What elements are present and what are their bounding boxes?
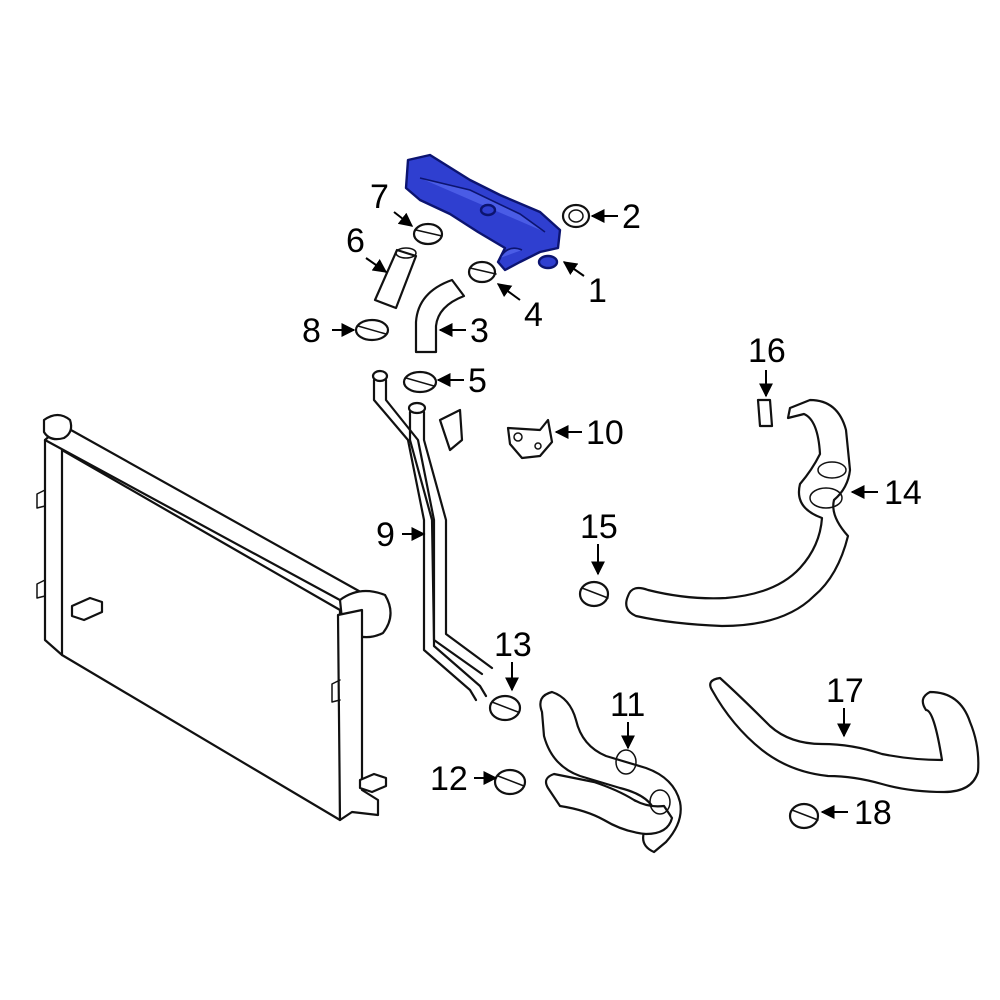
- hose-clamp-12[interactable]: [493, 768, 527, 796]
- callout-9: 9: [376, 516, 395, 554]
- hose-clamp-18[interactable]: [788, 802, 820, 830]
- callout-11: 11: [610, 686, 645, 724]
- hose-clamp-15[interactable]: [578, 580, 610, 608]
- lower-radiator-hose[interactable]: [539, 690, 682, 854]
- callout-12: 12: [430, 760, 468, 798]
- hose-clamp-7[interactable]: [412, 222, 444, 246]
- hose-clamp-4[interactable]: [467, 260, 497, 284]
- callout-3: 3: [470, 312, 489, 350]
- upper-radiator-hose[interactable]: [625, 398, 852, 628]
- callout-13: 13: [494, 626, 532, 664]
- callout-18: 18: [854, 794, 892, 832]
- callout-4: 4: [524, 296, 543, 334]
- bypass-hose[interactable]: [709, 676, 980, 794]
- hose-clamp-13[interactable]: [488, 694, 522, 722]
- gasket[interactable]: [561, 203, 591, 229]
- callout-arrows: [332, 209, 878, 819]
- callout-1: 1: [588, 272, 607, 310]
- straight-hose[interactable]: [373, 247, 418, 310]
- callout-17: 17: [826, 672, 864, 710]
- mounting-bracket[interactable]: [506, 418, 554, 460]
- callout-7: 7: [370, 178, 389, 216]
- hose-connector[interactable]: [756, 398, 774, 428]
- callout-6: 6: [346, 222, 365, 260]
- callout-2: 2: [622, 198, 641, 236]
- hose-clamp-5[interactable]: [402, 370, 438, 394]
- curved-hose[interactable]: [414, 278, 466, 354]
- callout-8: 8: [302, 312, 321, 350]
- water-pipe-highlighted[interactable]: [404, 153, 562, 272]
- callout-10: 10: [586, 414, 624, 452]
- callout-15: 15: [580, 508, 618, 546]
- metal-coolant-pipes[interactable]: [371, 369, 494, 702]
- radiator[interactable]: [36, 413, 392, 822]
- callout-5: 5: [468, 362, 487, 400]
- hose-clamp-8[interactable]: [354, 318, 390, 342]
- callout-16: 16: [748, 332, 786, 370]
- callout-numbers: 1 2 3 4 5 6 7 8 9 10 11 12 13 14 15 16 1…: [302, 178, 922, 832]
- callout-14: 14: [884, 474, 922, 512]
